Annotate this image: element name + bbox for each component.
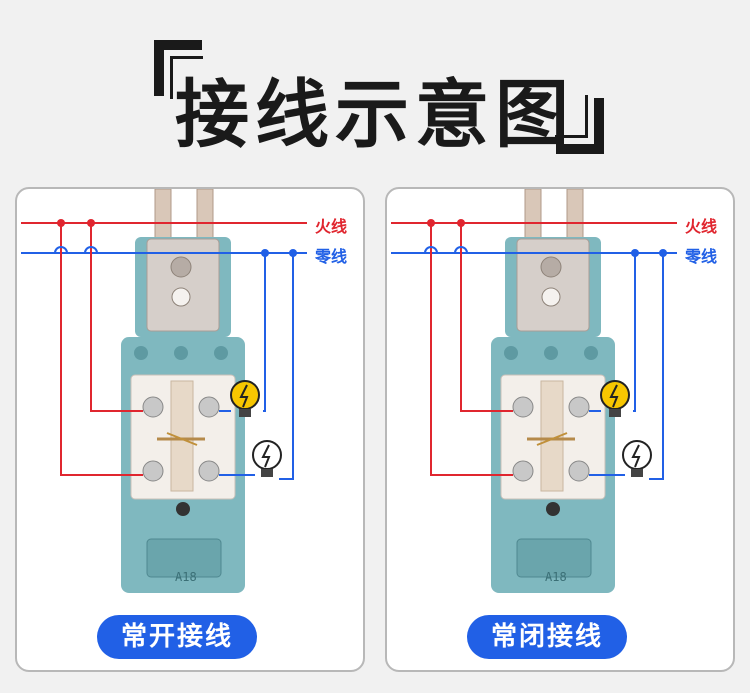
- page-title: 接线示意图: [175, 72, 575, 158]
- model-mark: A18: [175, 570, 197, 584]
- lightbulb-off-icon: [252, 440, 282, 477]
- actuator-plate: [146, 238, 220, 332]
- live-drop-1: [60, 223, 143, 476]
- terminal-screw: [142, 460, 164, 482]
- lightbulb-off-icon: [622, 440, 652, 477]
- live-drop-2: [90, 223, 143, 412]
- wiring-diagram-nc: A18: [391, 189, 677, 593]
- lightbulb-lit-icon: [230, 380, 260, 417]
- caption-normally-closed: 常闭接线: [467, 615, 627, 659]
- neutral-drop-2: [279, 253, 294, 480]
- terminal-screw: [198, 396, 220, 418]
- neutral-label: 零线: [315, 247, 348, 266]
- model-mark: A18: [545, 570, 567, 584]
- wiring-diagram-no: A18: [21, 189, 307, 593]
- neutral-label: 零线: [685, 247, 718, 266]
- title-area: 接线示意图: [0, 0, 750, 180]
- terminal-screw: [142, 396, 164, 418]
- terminal-screw: [198, 460, 220, 482]
- panel-normally-open: A18 火线 零线 常开接线: [15, 187, 365, 672]
- lightbulb-lit-icon: [600, 380, 630, 417]
- live-label: 火线: [315, 217, 348, 236]
- live-label: 火线: [685, 217, 718, 236]
- open-bracket: [154, 40, 203, 99]
- close-bracket: [555, 95, 604, 154]
- caption-normally-open: 常开接线: [97, 615, 257, 659]
- panel-normally-closed: A18 火线 零线 常闭接线: [385, 187, 735, 672]
- neutral-drop-1: [263, 253, 266, 412]
